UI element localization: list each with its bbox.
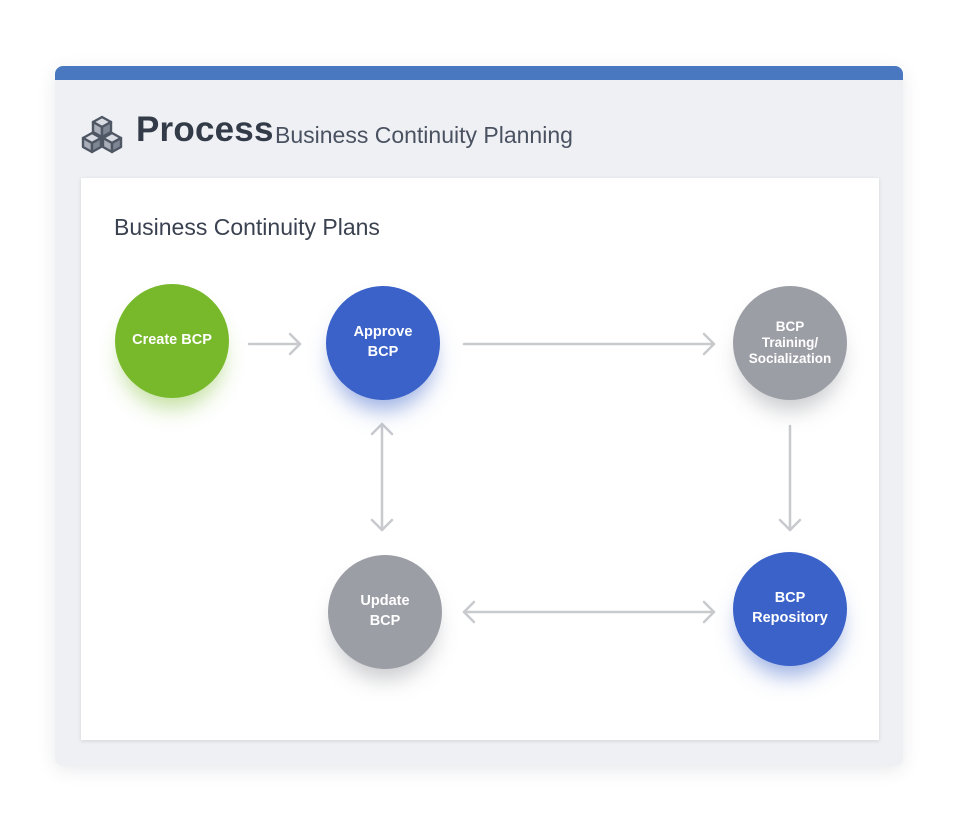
arrow-approve-to-training <box>462 332 716 356</box>
node-update-bcp: Update BCP <box>328 555 442 669</box>
diagram-title: Business Continuity Plans <box>114 214 380 240</box>
arrow-training-to-repository <box>778 424 802 532</box>
panel-top-bar <box>55 66 903 80</box>
process-panel: Process Business Continuity Planning Bus… <box>55 66 903 766</box>
node-bcp-training: BCP Training/ Socialization <box>733 286 847 400</box>
diagram-arrows <box>247 332 802 624</box>
arrow-approve-update-bidirectional <box>370 422 394 532</box>
node-approve-bcp: Approve BCP <box>326 286 440 400</box>
arrow-update-repository-bidirectional <box>462 600 716 624</box>
arrow-create-to-approve <box>247 332 302 356</box>
cubes-icon <box>81 115 123 154</box>
node-bcp-repository: BCP Repository <box>733 552 847 666</box>
node-create-bcp: Create BCP <box>115 284 229 398</box>
page-subtitle: Business Continuity Planning <box>275 122 573 148</box>
page-title: Process <box>136 110 274 149</box>
diagram-canvas: Business Continuity Plans <box>81 178 879 740</box>
node-label: BCP Repository <box>752 590 828 626</box>
node-label: BCP Training/ Socialization <box>748 318 832 367</box>
node-label: Update BCP <box>360 593 410 629</box>
node-label: Approve BCP <box>353 324 413 360</box>
node-label: Create BCP <box>132 332 212 349</box>
